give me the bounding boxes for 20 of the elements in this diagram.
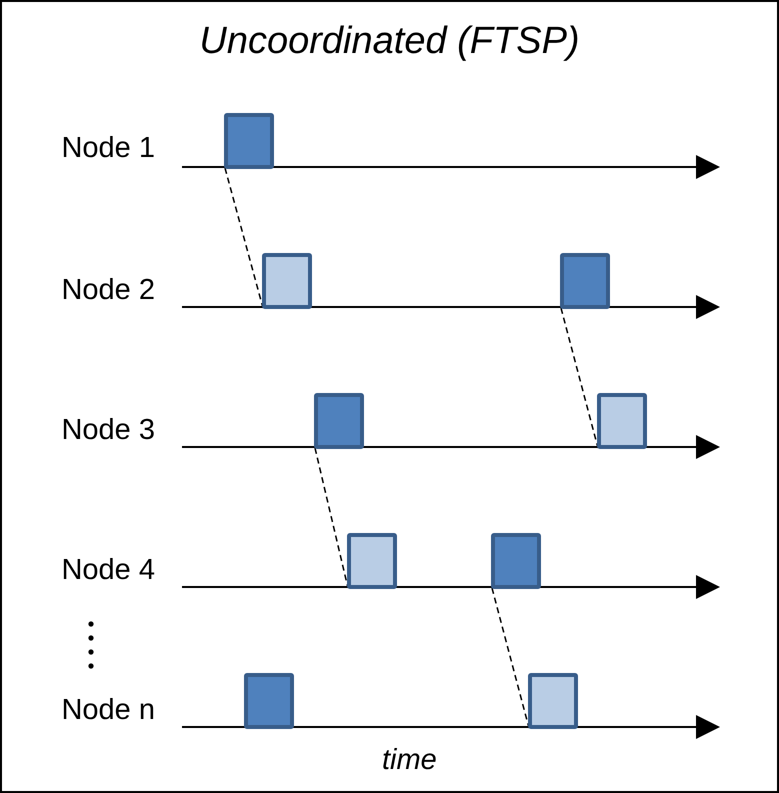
packet-box	[244, 673, 294, 729]
connector-line	[314, 448, 349, 588]
connector-line	[491, 588, 530, 728]
packet-box	[262, 253, 312, 309]
connector-line	[224, 168, 264, 308]
packet-box	[347, 533, 397, 589]
row-label: Node 2	[61, 274, 155, 307]
connector-line	[560, 308, 599, 448]
row-label: Node 3	[61, 414, 155, 447]
packet-box	[560, 253, 610, 309]
axis-label: time	[382, 744, 437, 777]
packet-box	[528, 673, 578, 729]
packet-box	[224, 113, 274, 169]
packet-box	[597, 393, 647, 449]
row-label: Node n	[61, 694, 155, 727]
diagram-title: Uncoordinated (FTSP)	[198, 20, 581, 63]
packet-box	[314, 393, 364, 449]
row-label: Node 4	[61, 554, 155, 587]
row-label: Node 1	[61, 132, 155, 165]
packet-box	[491, 533, 541, 589]
